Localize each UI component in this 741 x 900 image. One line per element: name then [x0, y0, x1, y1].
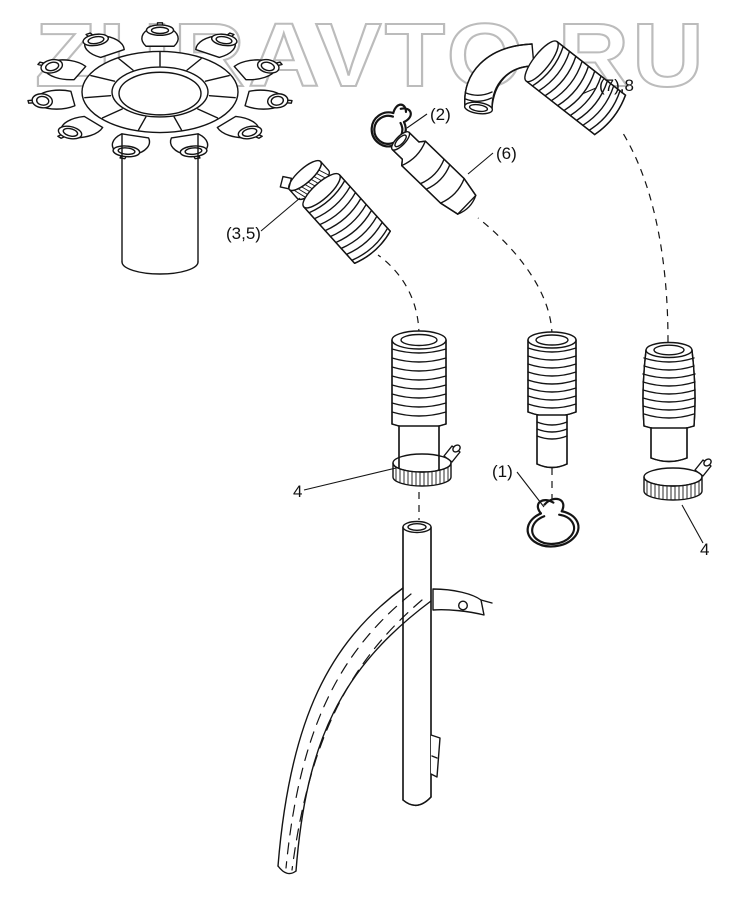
distributor-head	[25, 22, 295, 275]
blade-outer-edge	[277, 587, 404, 867]
worm-clamp-right	[643, 456, 714, 501]
blade-inner-edge	[295, 600, 432, 872]
callout-leaders	[260, 87, 704, 544]
hose-end-right	[642, 341, 696, 463]
hose-end-middle	[527, 331, 577, 469]
label-part6: (6)	[496, 144, 517, 163]
hose-3-5	[302, 172, 391, 264]
label-clamp-left: 4	[293, 482, 302, 501]
label-part2: (2)	[430, 105, 451, 124]
spring-clamp-1	[522, 495, 582, 551]
bracket-bolt	[458, 600, 469, 611]
label-part1: (1)	[492, 462, 513, 481]
callout-labels: (2) (6) (7),8 (3,5) 4 (1) 4	[226, 76, 709, 559]
coulter-tube	[277, 520, 493, 875]
label-part3-5: (3,5)	[226, 224, 261, 243]
distributor-down-tube	[121, 133, 199, 275]
elbow-7	[463, 43, 535, 115]
hose-8	[524, 40, 627, 136]
label-clamp-right: 4	[700, 540, 709, 559]
label-part7-8: (7),8	[599, 76, 634, 95]
clamp-3-5	[279, 159, 330, 201]
hose-end-left	[391, 330, 447, 475]
connector-6	[390, 130, 477, 215]
blade-bracket	[432, 588, 485, 616]
assembly-dashed-lines	[377, 129, 669, 520]
